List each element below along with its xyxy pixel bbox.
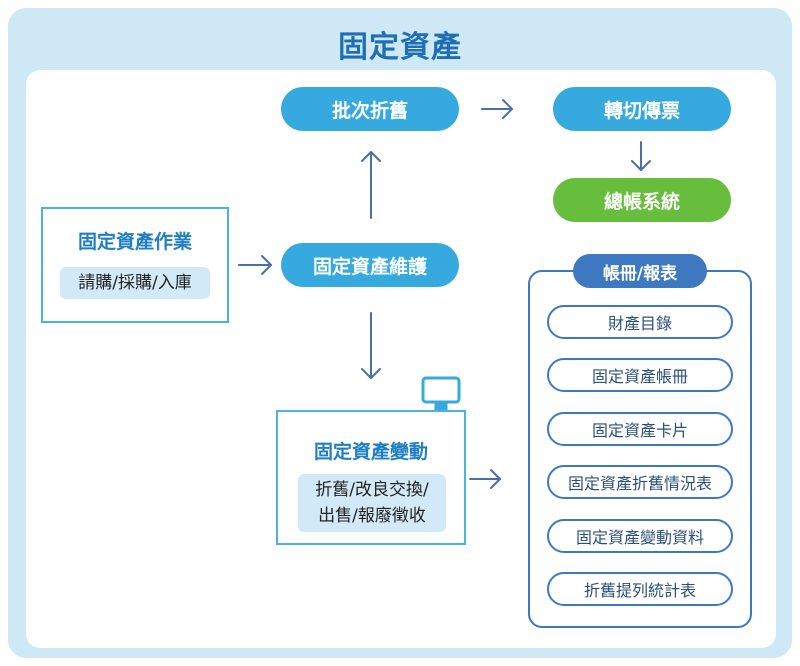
batch-depreciation-node: 批次折舊 [281, 87, 459, 131]
report-item-asset-ledger: 固定資產帳冊 [547, 358, 733, 392]
general-ledger-node: 總帳系統 [553, 178, 731, 222]
report-item-asset-card: 固定資產卡片 [547, 412, 733, 446]
report-item-property-catalog: 財產目錄 [547, 305, 733, 339]
asset-maintenance-node: 固定資產維護 [281, 243, 459, 287]
asset-operations-title: 固定資產作業 [77, 231, 192, 253]
asset-changes-sub-line1: 折舊/改良交換/ [315, 480, 429, 500]
asset-changes-sub: 折舊/改良交換/ 出售/報廢徵收 [298, 474, 446, 532]
arrow-maintenance-to-changes [361, 312, 381, 379]
asset-changes-box: 固定資產變動 折舊/改良交換/ 出售/報廢徵收 [276, 410, 466, 545]
diagram-title: 固定資產 [338, 30, 462, 65]
arrow-voucher-to-ledger [631, 141, 651, 171]
reports-header: 帳冊/報表 [573, 254, 707, 288]
voucher-transfer-node: 轉切傳票 [553, 87, 731, 131]
arrow-changes-to-reports [469, 469, 501, 489]
asset-operations-sub: 請購/採購/入庫 [60, 267, 210, 299]
monitor-icon [421, 376, 461, 411]
asset-changes-title: 固定資產變動 [313, 441, 428, 463]
arrow-operations-to-maintenance [238, 255, 272, 275]
report-item-asset-changes: 固定資產變動資料 [547, 519, 733, 553]
report-item-depreciation-statistics: 折舊提列統計表 [547, 572, 733, 606]
report-item-depreciation-status: 固定資產折舊情況表 [547, 465, 733, 499]
asset-operations-box: 固定資產作業 請購/採購/入庫 [41, 207, 229, 323]
asset-changes-sub-line2: 出售/報廢徵收 [318, 506, 426, 526]
arrow-maintenance-to-batch [361, 151, 381, 219]
arrow-batch-to-voucher [481, 99, 513, 119]
